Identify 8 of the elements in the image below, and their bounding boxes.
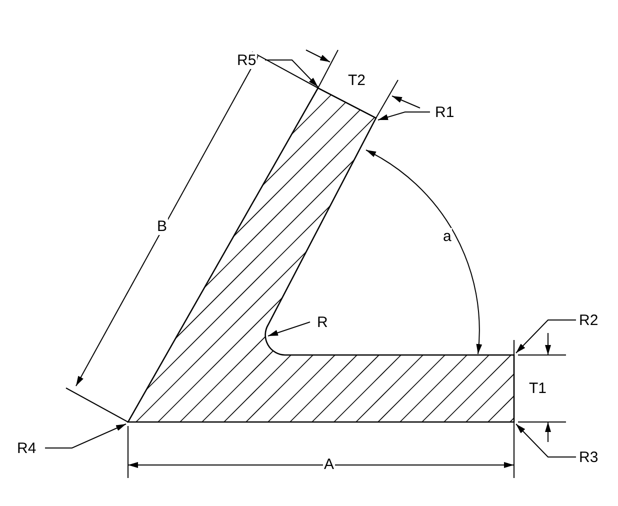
leader-line xyxy=(378,112,430,120)
leader-line xyxy=(268,322,310,336)
leader-line xyxy=(516,320,576,354)
callout-label: R5 xyxy=(236,52,258,69)
leader-line xyxy=(516,424,576,458)
leader-line xyxy=(44,424,126,448)
leader-line xyxy=(264,60,318,88)
dimension-label: B xyxy=(156,218,168,235)
